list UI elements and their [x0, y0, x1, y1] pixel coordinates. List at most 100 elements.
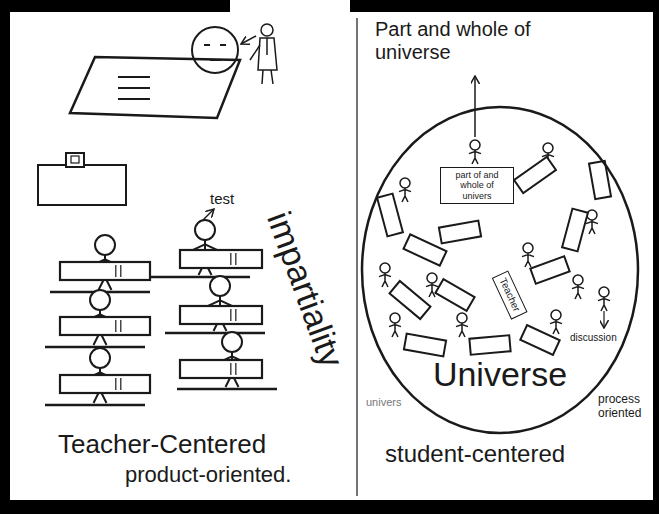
test-papers — [116, 253, 236, 390]
figure-body — [469, 150, 481, 164]
student-desk — [377, 194, 403, 237]
student-figure — [572, 275, 584, 299]
figure-body — [586, 220, 598, 234]
blackboard — [70, 57, 240, 118]
figure-body — [379, 273, 391, 287]
floor-line — [165, 332, 265, 335]
figure-head — [427, 273, 437, 283]
desk-box: Teacher — [492, 271, 527, 320]
figure-head — [380, 263, 390, 273]
student-desk — [180, 250, 262, 268]
student-desk — [390, 281, 431, 319]
figure-head — [90, 290, 110, 310]
figure-head — [390, 313, 400, 323]
floor-line — [45, 346, 145, 349]
student-desk — [60, 262, 150, 280]
floor-line — [45, 404, 145, 407]
floor-lines — [45, 277, 277, 405]
student-figure — [389, 313, 401, 337]
figure-body — [598, 297, 610, 311]
student-desk — [60, 317, 150, 335]
circle-desks — [377, 157, 611, 356]
student-figure — [379, 263, 391, 287]
test-paper — [231, 309, 236, 321]
test-paper — [231, 363, 236, 375]
teacher-desk — [38, 165, 126, 205]
figure-body — [399, 188, 411, 202]
desk-box: part of and whole of univers — [440, 167, 514, 204]
student-desks — [60, 250, 262, 393]
figure-head — [90, 348, 110, 368]
test-paper — [116, 265, 121, 277]
discussion-arrow — [603, 311, 604, 328]
face-arrow — [241, 36, 256, 44]
test-paper — [116, 320, 121, 332]
desk-label: Teacher — [497, 276, 522, 313]
heading-right: student-centered — [385, 440, 565, 468]
student-figure — [469, 140, 481, 164]
student-desk — [180, 306, 262, 324]
figure-head — [551, 310, 561, 320]
test-label: test — [210, 190, 234, 207]
figure-head — [543, 143, 553, 153]
discussion-label: discussion — [570, 332, 617, 344]
figure-body — [550, 320, 562, 334]
student-figure — [522, 243, 534, 267]
figure-head — [195, 220, 215, 240]
circle-title: Universe — [360, 355, 640, 394]
heading-left-sub: product-oriented. — [125, 462, 291, 487]
figure-body — [456, 323, 468, 337]
student-desk — [60, 375, 150, 393]
figure-head — [457, 313, 467, 323]
divider-line — [356, 18, 358, 496]
teacher-limbs — [250, 38, 273, 84]
student-figure — [399, 178, 411, 202]
computer — [66, 153, 84, 167]
universe-caption: Part and whole of universe — [375, 18, 570, 64]
figure-head — [599, 287, 609, 297]
figure-body — [389, 323, 401, 337]
paper-tab — [230, 0, 350, 14]
computer-screen — [71, 156, 79, 163]
test-paper — [116, 378, 121, 390]
student-desk — [520, 325, 559, 355]
circle-students — [379, 140, 610, 337]
test-arrow — [203, 209, 214, 220]
teacher-face — [192, 27, 238, 73]
figure-head — [470, 140, 480, 150]
figure-head — [573, 275, 583, 285]
face-features — [204, 45, 226, 60]
board-writing — [118, 77, 150, 99]
student-figure — [456, 313, 468, 337]
student-desk — [435, 279, 474, 311]
student-desk — [530, 256, 569, 283]
desk-label: part of and whole of univers — [445, 170, 509, 201]
process-label: process oriented — [598, 393, 650, 421]
heading-left: Teacher-Centered — [58, 430, 266, 460]
figure-body — [572, 285, 584, 299]
student-desk — [469, 335, 510, 354]
floor-line — [177, 388, 277, 391]
figure-head — [222, 332, 242, 352]
student-desk — [439, 221, 481, 244]
faint-label: univers — [366, 396, 401, 409]
paper — [10, 12, 653, 500]
student-figure — [598, 287, 610, 311]
universe-circle: Universe part of and whole of universTeac… — [360, 105, 640, 435]
figure-head — [95, 235, 115, 255]
figure-body — [522, 253, 534, 267]
teacher-head — [261, 24, 273, 36]
figure-head — [400, 178, 410, 188]
universe-arrow — [474, 76, 476, 137]
student-desk — [514, 157, 556, 193]
figure-head — [523, 243, 533, 253]
classroom-rows — [45, 220, 277, 405]
student-figure — [550, 310, 562, 334]
circle-classroom — [377, 140, 611, 356]
test-paper — [231, 253, 236, 265]
impartiality-label: impartiality — [259, 207, 351, 373]
figure-head — [587, 210, 597, 220]
student-desk — [562, 209, 588, 252]
floor-line — [150, 276, 250, 279]
